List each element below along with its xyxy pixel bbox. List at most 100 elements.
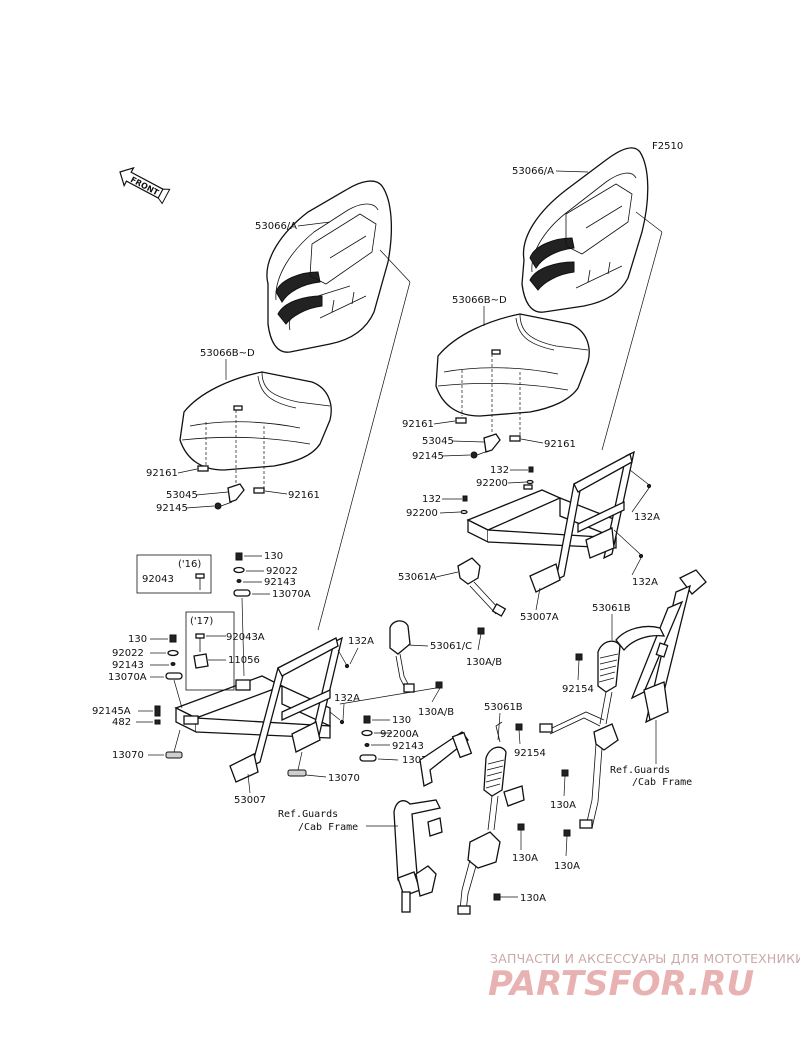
- label-53061B-r: 53061B: [592, 603, 631, 614]
- seat-cushion-right: [435, 313, 590, 417]
- damper-13070-m: [287, 769, 307, 777]
- label-482: 482: [112, 717, 131, 728]
- bolt-92043A: [195, 633, 205, 652]
- watermark-brand: PARTSFOR.RU: [488, 964, 754, 1004]
- bolt-130AB-r: [477, 627, 485, 635]
- box-17: [185, 611, 235, 691]
- label-11056: 11056: [228, 655, 260, 666]
- front-arrow-icon: FRONT: [119, 166, 171, 205]
- damper-13070A-l: [165, 672, 183, 680]
- seat-frame-right: [466, 450, 635, 593]
- bracket-92161-left: [197, 465, 265, 494]
- label-53045-r: 53045: [422, 436, 454, 447]
- label-92043: 92043: [142, 574, 174, 585]
- collar-92143-l: [170, 662, 176, 666]
- label-92161-l2: 92161: [288, 490, 320, 501]
- label-130A-3: 130A: [550, 800, 576, 811]
- label-130-top: 130: [264, 551, 283, 562]
- pin-92145A: [154, 705, 161, 717]
- bolt-130A-1: [517, 823, 525, 831]
- label-92154-m: 92154: [514, 748, 546, 759]
- front-label: FRONT: [129, 175, 161, 198]
- label-92145-r: 92145: [412, 451, 444, 462]
- label-92145A: 92145A: [92, 706, 131, 717]
- label-132A-r1: 132A: [634, 512, 660, 523]
- label-130AB-r: 130A/B: [466, 657, 502, 668]
- buckle-53061A: [457, 557, 507, 617]
- label-92200-r2: 92200: [406, 508, 438, 519]
- bolt-92154-r: [575, 653, 583, 661]
- nut-482: [154, 719, 161, 725]
- label-92143-m: 92143: [392, 741, 424, 752]
- label-92200A-m: 92200A: [380, 729, 419, 740]
- seat-frame-left: [174, 636, 343, 783]
- damper-13070A-m: [359, 754, 377, 762]
- box-16: [136, 554, 212, 594]
- label-53061B-m: 53061B: [484, 702, 523, 713]
- label-92043A: 92043A: [226, 632, 265, 643]
- label-53066A-right: 53066/A: [512, 166, 554, 177]
- label-92161-r1: 92161: [402, 419, 434, 430]
- bolt-130A-2: [493, 893, 501, 901]
- label-92143-l: 92143: [112, 660, 144, 671]
- label-53007A: 53007A: [520, 612, 559, 623]
- label-13070A-top: 13070A: [272, 589, 311, 600]
- bolt-92043: [195, 573, 205, 590]
- bolt-130A-3: [561, 769, 569, 777]
- label-13070-l: 13070: [112, 750, 144, 761]
- label-53061A: 53061A: [398, 572, 437, 583]
- figure-code: F2510: [652, 141, 683, 152]
- label-53066A-left: 53066/A: [255, 221, 297, 232]
- label-92161-r2: 92161: [544, 439, 576, 450]
- washer-92022-top: [233, 566, 245, 574]
- label-17: ('17): [190, 616, 213, 627]
- damper-13070-l: [165, 751, 183, 759]
- label-130AB-m: 130A/B: [418, 707, 454, 718]
- label-92161-l1: 92161: [146, 468, 178, 479]
- label-92200-r1: 92200: [476, 478, 508, 489]
- bolt-130A-4: [563, 829, 571, 837]
- seat-cushion-left: [179, 371, 332, 471]
- washer-92022-l: [167, 649, 179, 657]
- label-130-l: 130: [128, 634, 147, 645]
- collar-92143-top: [236, 579, 242, 583]
- label-92143-top: 92143: [264, 577, 296, 588]
- label-53045-l: 53045: [166, 490, 198, 501]
- label-130A-4: 130A: [554, 861, 580, 872]
- label-132A-m1: 132A: [348, 636, 374, 647]
- seat-back-left: [266, 180, 392, 353]
- label-92154-r: 92154: [562, 684, 594, 695]
- seatbelt-53061B-left: [393, 721, 525, 915]
- label-13070-m: 13070: [328, 773, 360, 784]
- label-92022-top: 92022: [266, 566, 298, 577]
- bolt-130-l: [169, 634, 177, 643]
- label-132A-r2: 132A: [632, 577, 658, 588]
- bolt-130-top: [235, 552, 243, 561]
- label-132-r1: 132: [490, 465, 509, 476]
- label-refguards-l1: Ref.Guards: [278, 809, 338, 820]
- collar-92143-m: [364, 743, 370, 747]
- watermark-tagline: ЗАПЧАСТИ И АКСЕССУАРЫ ДЛЯ МОТОТЕХНИКИ: [490, 951, 800, 966]
- label-refguards-l2: /Cab Frame: [298, 822, 358, 833]
- bolt-92154-m: [515, 723, 523, 731]
- latch-53045-left: [214, 483, 245, 510]
- bolt-130-m: [363, 715, 371, 724]
- label-16: ('16): [178, 559, 201, 570]
- seatbelt-53061B-right: [539, 569, 707, 829]
- label-refguards-r1: Ref.Guards: [610, 765, 670, 776]
- label-92022-l: 92022: [112, 648, 144, 659]
- clamp-11056: [193, 653, 209, 669]
- label-53061C: 53061/C: [430, 641, 472, 652]
- label-53066BD-right: 53066B~D: [452, 295, 507, 306]
- damper-13070A-top: [233, 589, 251, 597]
- label-53066BD-left: 53066B~D: [200, 348, 255, 359]
- label-130A-1: 130A: [512, 853, 538, 864]
- bracket-92161-right: [455, 417, 521, 442]
- washer-92200A-m: [361, 729, 373, 737]
- label-13070A-l: 13070A: [108, 672, 147, 683]
- label-132-r2: 132: [422, 494, 441, 505]
- label-53007: 53007: [234, 795, 266, 806]
- latch-53045-right: [470, 433, 501, 459]
- label-130-m: 130: [392, 715, 411, 726]
